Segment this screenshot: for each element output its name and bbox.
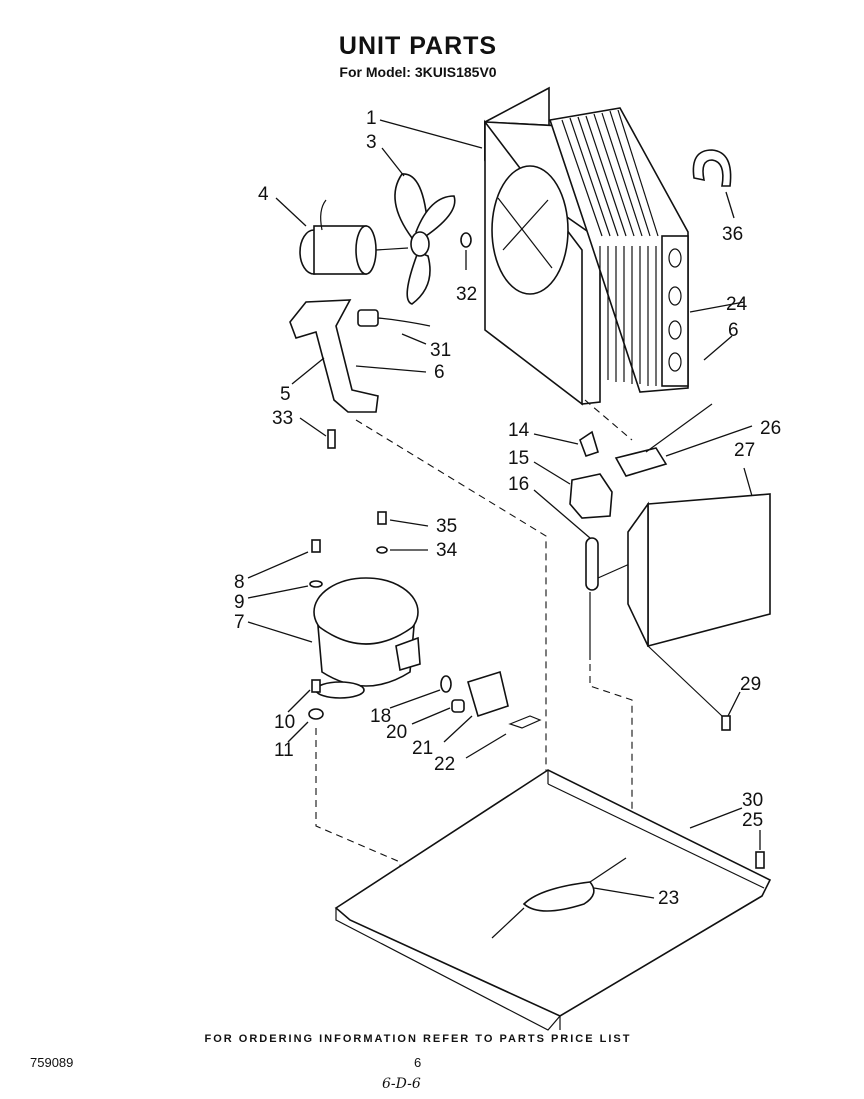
callout-16: 16 [508,474,529,495]
page-number: 6 [414,1055,422,1070]
callout-36: 36 [722,224,743,245]
callout-15: 15 [508,448,529,469]
callout-11: 11 [274,740,294,761]
callout-27: 27 [734,440,755,461]
condenser-coil [548,107,689,393]
callout-31: 31 [430,340,451,361]
leader-lines [247,119,761,899]
filter-drier [491,857,627,939]
callout-labels: 1 3 4 32 31 6 5 33 35 34 8 9 7 10 11 18 … [234,108,781,909]
clip-36 [692,149,732,187]
control-panel [627,493,771,717]
callout-30: 30 [742,790,763,811]
document-number: 759089 [30,1055,74,1070]
motor-bracket [289,299,379,413]
callout-29: 29 [740,674,761,695]
callout-6-left: 6 [434,362,445,383]
ordering-note: FOR ORDERING INFORMATION REFER TO PARTS … [204,1033,632,1045]
callout-25: 25 [742,810,763,831]
callout-34: 34 [436,540,458,561]
callout-18: 18 [370,706,391,727]
base-screw [755,851,765,869]
fan-blade [394,173,456,305]
model-subtitle: For Model: 3KUIS185V0 [339,64,497,80]
callout-22: 22 [434,754,455,775]
callout-6-right: 6 [728,320,739,341]
capacitor-31 [357,309,431,327]
callout-20: 20 [386,722,407,743]
callout-1: 1 [366,108,377,129]
electrical-small-parts [440,670,542,729]
callout-3: 3 [366,132,377,153]
screw-29 [721,715,731,731]
callout-14: 14 [508,420,530,441]
callout-10: 10 [274,712,295,733]
callout-9: 9 [234,592,245,613]
callout-23: 23 [658,888,679,909]
callout-32: 32 [456,284,477,305]
blade-retainer [460,232,472,248]
compressor [313,577,421,699]
callout-35: 35 [436,516,457,537]
callout-7: 7 [234,612,245,633]
compressor-hardware [308,511,388,720]
thermostat-parts [569,403,713,660]
callout-4: 4 [258,184,269,205]
callout-8: 8 [234,572,245,593]
fan-motor [299,199,409,275]
page-title: UNIT PARTS [338,32,498,60]
callout-5: 5 [280,384,291,405]
callout-24: 24 [726,294,748,315]
screw-33 [327,429,336,449]
callout-21: 21 [412,738,433,759]
handwritten-note: 6-D-6 [382,1076,421,1092]
callout-33: 33 [272,408,293,429]
callout-26: 26 [760,418,781,439]
